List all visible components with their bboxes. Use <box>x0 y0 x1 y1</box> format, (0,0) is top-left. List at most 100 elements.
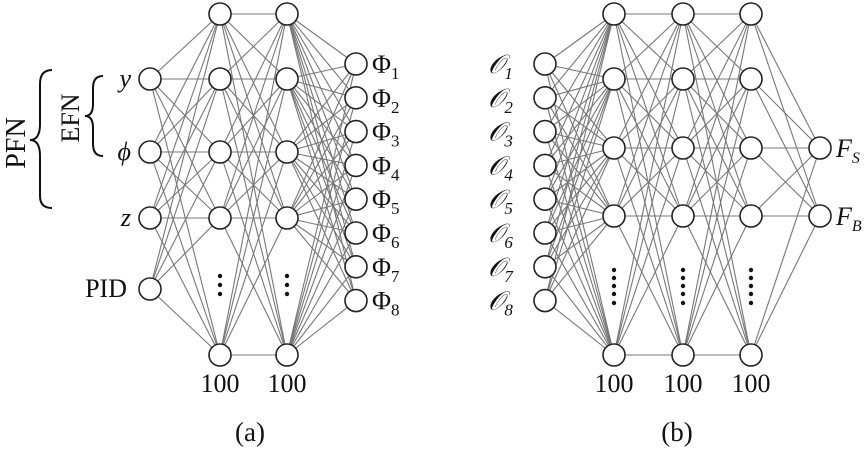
efn-label: EFN <box>56 93 85 142</box>
pfn-brace <box>29 69 53 209</box>
panel-a-layer-size-label: 100 <box>201 369 240 398</box>
panel-a-ellipsis-dot <box>284 273 290 279</box>
panel-a-edge <box>149 13 221 219</box>
panel-b-ellipsis-dot <box>611 275 617 281</box>
panel-b-hidden2-node <box>671 67 695 91</box>
panel-b-edge <box>544 13 615 99</box>
panel-b-edge <box>613 78 684 217</box>
panel-a-input-label: y <box>116 64 131 93</box>
panel-a-output-label: Φ5 <box>372 185 400 218</box>
panel-b-edge <box>544 232 615 356</box>
panel-a-layer-size-label: 100 <box>268 369 307 398</box>
panel-a-edges <box>149 13 357 356</box>
panel-b-ellipsis-dot <box>680 300 686 306</box>
panel-b-hidden1-node <box>602 67 626 91</box>
panel-b-edge <box>682 13 752 80</box>
panel-b-edge <box>750 147 821 217</box>
panel-a-input-node <box>138 206 162 230</box>
panel-a-edge <box>286 13 357 99</box>
panel-a-output-label: Φ3 <box>372 118 400 151</box>
panel-a-edge <box>286 13 357 65</box>
panel-a-edge <box>286 97 357 219</box>
panel-a-edge <box>286 131 357 219</box>
panel-b-edge <box>613 78 684 356</box>
panel-b-edge <box>682 13 752 356</box>
panel-b-edge <box>544 147 615 301</box>
panel-a-hidden1-node <box>208 343 232 367</box>
panel-b-hidden2-node <box>671 204 695 228</box>
panel-b-ellipsis-dot <box>748 291 754 297</box>
panel-a-edge <box>219 13 288 80</box>
panel-b-input-node <box>533 254 557 279</box>
panel-b-ellipsis-dot <box>680 267 686 273</box>
panel-b-edge <box>613 13 684 356</box>
panel-b-input-label: 𝒪1 <box>488 50 513 83</box>
panel-b-edge <box>750 13 821 149</box>
panel-a-edge <box>286 78 357 166</box>
panel-a-edge <box>286 78 357 133</box>
panel-b-edge <box>544 13 615 166</box>
panel-a-edge <box>149 78 221 290</box>
panel-a-nodes <box>138 2 368 367</box>
panel-b-input-node <box>533 86 557 110</box>
panel-a-output-label: Φ4 <box>372 151 400 184</box>
panel-b-edge <box>544 13 615 200</box>
panel-a-edge <box>286 13 357 166</box>
panel-b-input-node <box>533 221 557 245</box>
panel-b-edge <box>750 147 821 356</box>
panel-b-edge <box>613 147 684 356</box>
panel-b-edge <box>613 13 684 80</box>
panel-a-edge <box>286 131 357 356</box>
panel-b-edge <box>544 13 615 234</box>
panel-b-input-node <box>533 119 557 144</box>
panel-a-hidden1-node <box>208 140 232 164</box>
panel-a-ellipsis-dot <box>217 273 223 279</box>
panel-b-edge <box>682 13 752 149</box>
panel-a-hidden1-node <box>208 67 232 91</box>
panel-a-input-node <box>138 277 162 301</box>
panel-a-edge <box>219 78 288 219</box>
panel-b-caption: (b) <box>661 417 692 447</box>
panel-a-hidden2-node <box>275 2 299 26</box>
panel-b-hidden2-node <box>671 343 695 367</box>
panel-a-edge <box>219 13 288 153</box>
panel-b-hidden1-node <box>602 204 626 228</box>
panel-b-edge <box>613 13 684 149</box>
efn-brace <box>84 75 104 157</box>
panel-a-input-node <box>138 67 162 91</box>
panel-b-output-node <box>808 136 832 160</box>
panel-b-edge <box>544 13 615 301</box>
panel-a-edge <box>286 151 357 234</box>
panel-b-output-label: FB <box>835 202 862 235</box>
panel-b-ellipsis-dot <box>680 275 686 281</box>
panel-a-edge <box>286 78 357 301</box>
panel-b-edge <box>750 13 821 217</box>
panel-a-edge <box>286 266 357 356</box>
panel-b-input-node <box>533 187 557 211</box>
panel-a-output-label: Φ7 <box>372 253 400 286</box>
panel-a-output-label: Φ6 <box>372 219 400 252</box>
pfn-label: PFN <box>1 117 32 168</box>
panel-b-edge <box>544 13 615 267</box>
panel-a-edge <box>286 97 357 356</box>
panel-a-hidden2-node <box>275 206 299 230</box>
panel-a-output-node <box>344 288 368 313</box>
panel-a-output-node <box>344 86 368 110</box>
panel-a-output-label: Φ1 <box>372 50 400 83</box>
panel-b-edge <box>544 266 615 356</box>
panel-b-edge <box>544 78 615 301</box>
panel-b-ellipsis-dot <box>611 300 617 306</box>
panel-a-output-node <box>344 187 368 211</box>
panel-b-input-label: 𝒪3 <box>488 118 513 151</box>
panel-b-input-label: 𝒪2 <box>488 84 513 117</box>
panel-a-edge <box>286 78 357 99</box>
panel-b-ellipsis-dot <box>611 267 617 273</box>
panel-a-edge <box>149 288 221 356</box>
panel-b-output-label: FS <box>835 134 860 167</box>
panel-b-hidden1-node <box>602 2 626 26</box>
panel-b-input-node <box>533 288 557 313</box>
